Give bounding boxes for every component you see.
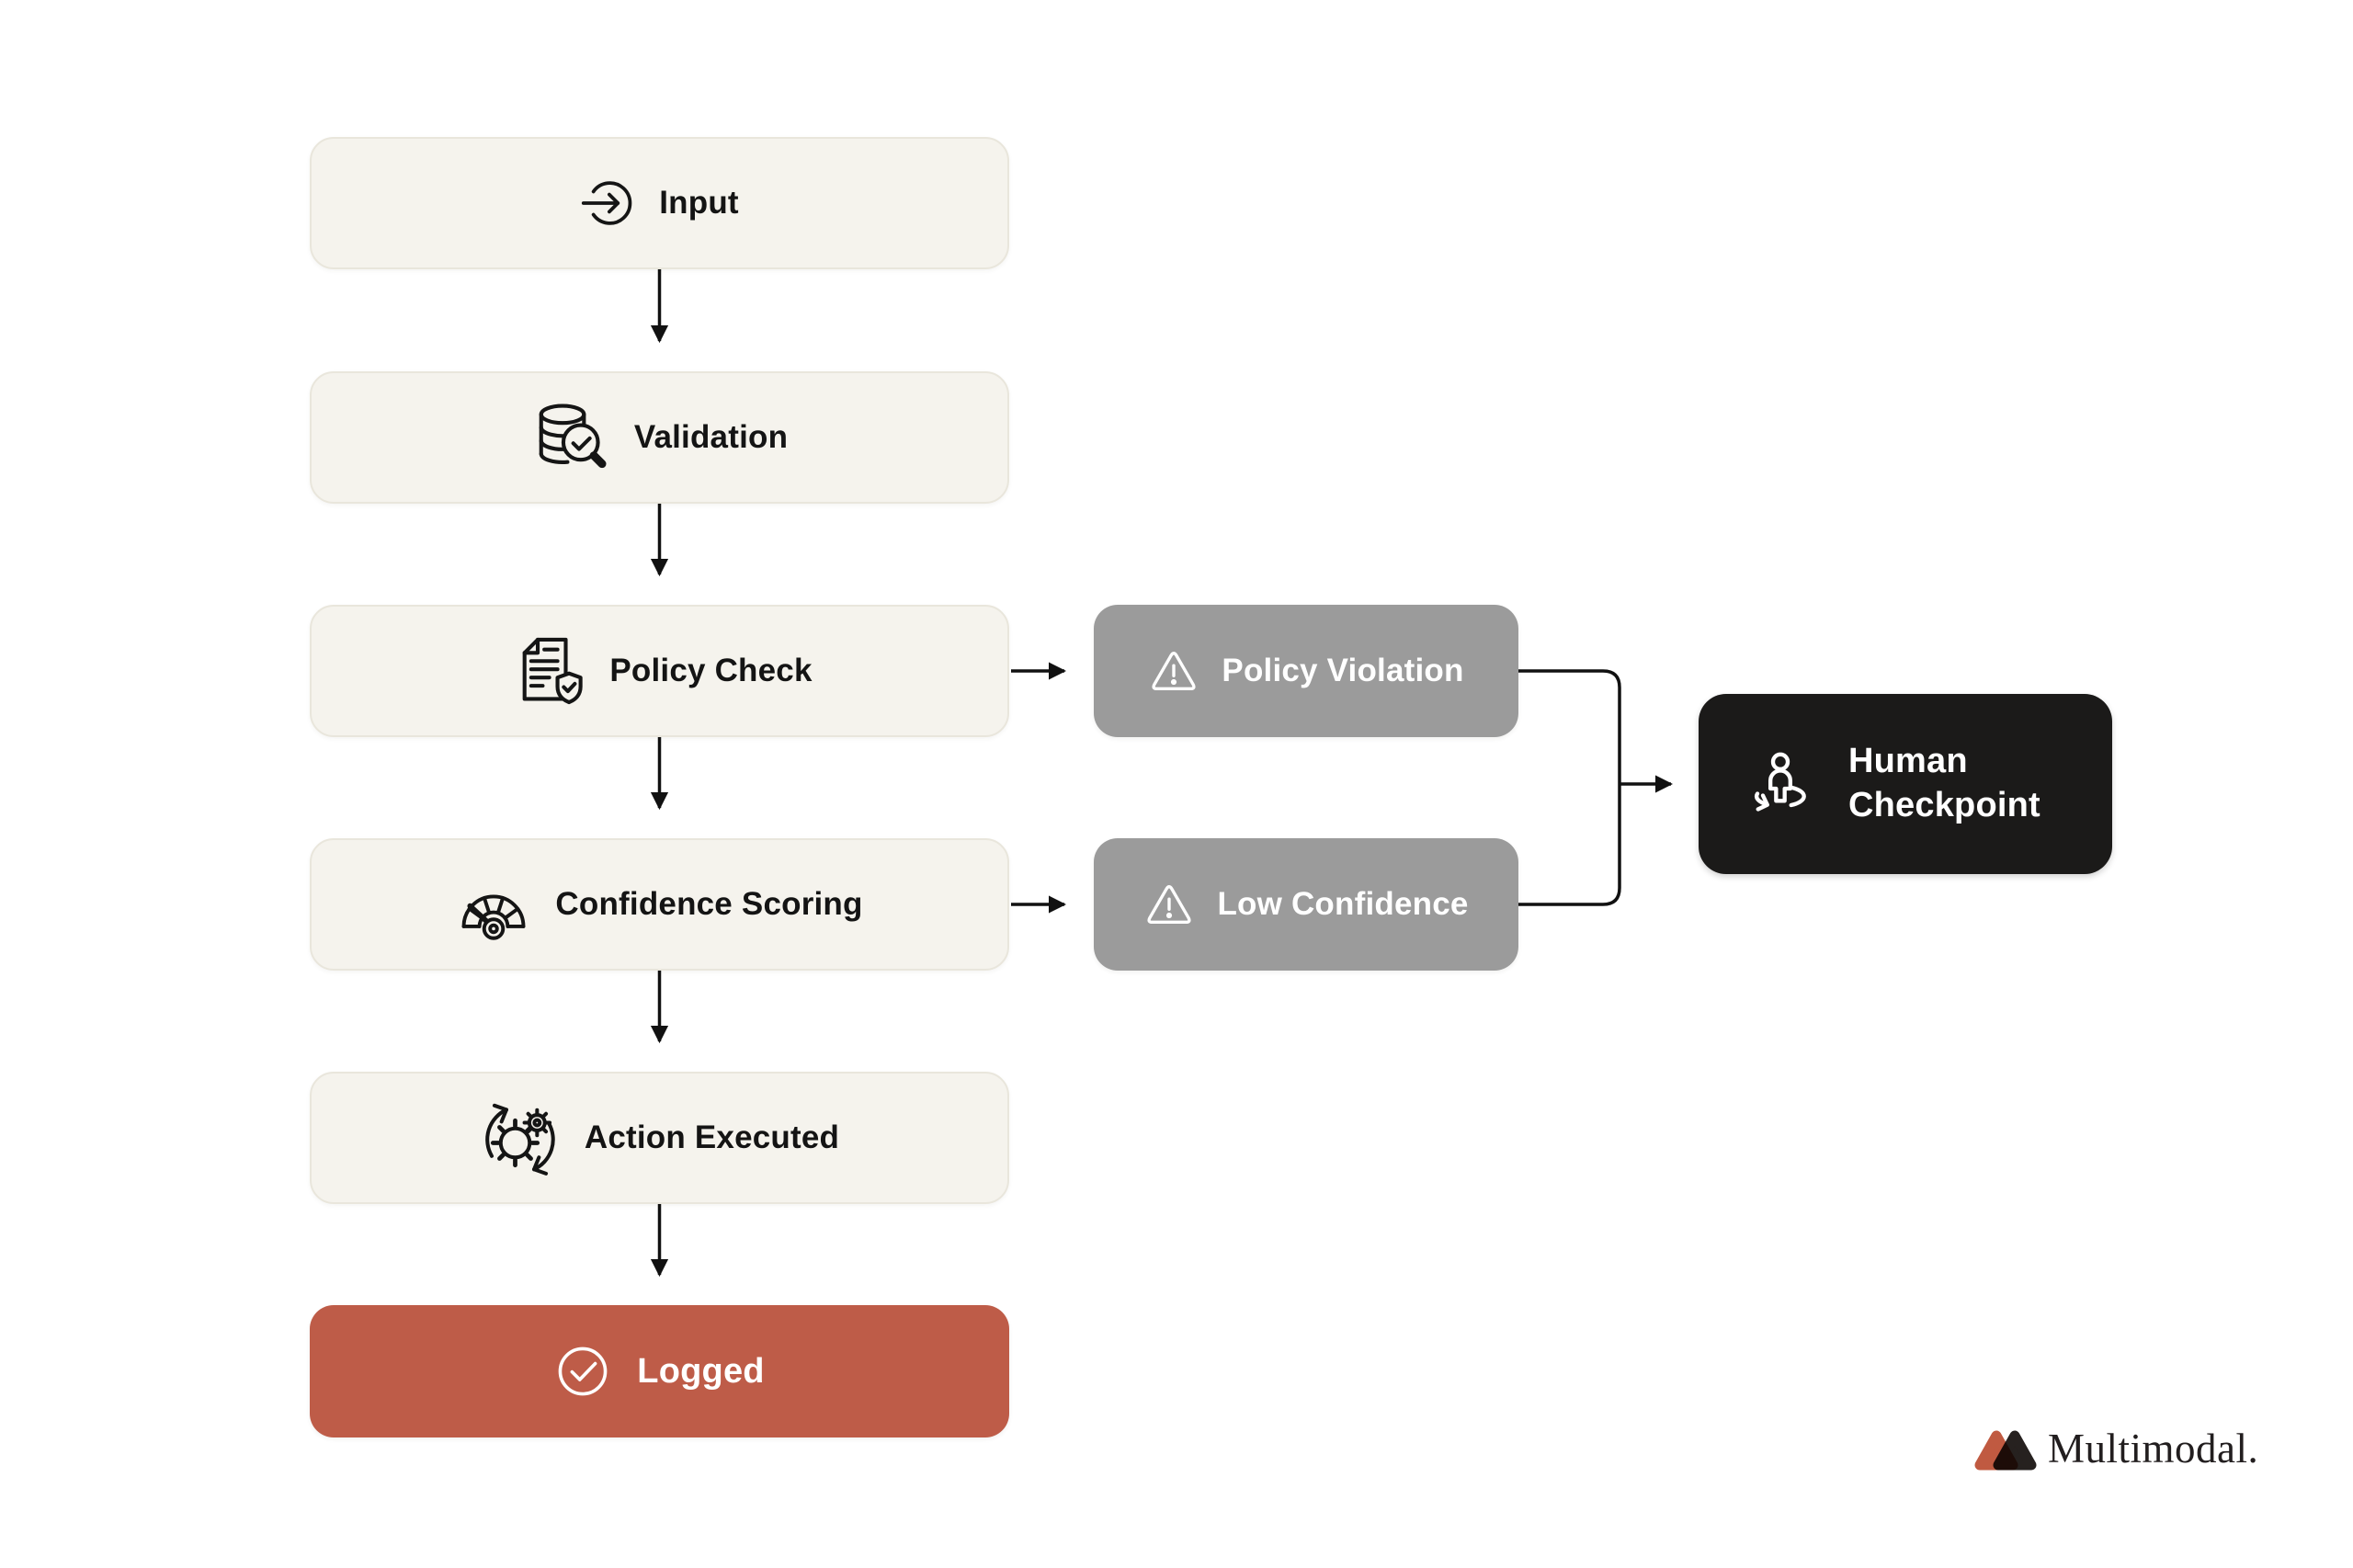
multimodal-logo-icon [1974, 1430, 2037, 1471]
node-policy-check-label: Policy Check [609, 653, 813, 688]
node-action-executed-label: Action Executed [584, 1119, 840, 1155]
node-human-checkpoint-label: Human Checkpoint [1848, 742, 2040, 824]
node-input: Input [310, 137, 1009, 269]
node-policy-check: Policy Check [310, 605, 1009, 737]
multimodal-logo: Multimodal. [1972, 1423, 2258, 1474]
gears-cycle-icon [485, 1103, 555, 1176]
node-policy-violation: Policy Violation [1094, 605, 1518, 737]
edge-branches-merge-bracket [1518, 669, 1621, 906]
node-low-confidence: Low Confidence [1094, 838, 1518, 971]
document-shield-check-icon [523, 637, 584, 705]
warning-triangle-icon [1152, 651, 1196, 691]
node-input-label: Input [659, 185, 739, 221]
database-inspect-icon [539, 403, 607, 469]
gauge-icon [461, 894, 526, 940]
multimodal-logo-wordmark: Multimodal. [2048, 1426, 2259, 1471]
node-logged: Logged [310, 1305, 1009, 1437]
node-validation-label: Validation [633, 419, 789, 455]
human-in-loop-icon [1754, 752, 1806, 812]
node-logged-label: Logged [637, 1351, 765, 1391]
warning-triangle-icon [1147, 884, 1192, 925]
node-human-checkpoint: Human Checkpoint [1699, 694, 2112, 874]
node-low-confidence-label: Low Confidence [1217, 886, 1469, 922]
node-confidence-scoring: Confidence Scoring [310, 838, 1009, 971]
node-policy-violation-label: Policy Violation [1222, 653, 1464, 688]
enter-arrow-circle-icon [582, 181, 632, 225]
check-circle-icon [558, 1346, 608, 1396]
node-confidence-scoring-label: Confidence Scoring [555, 886, 863, 922]
node-validation: Validation [310, 371, 1009, 504]
node-action-executed: Action Executed [310, 1072, 1009, 1204]
